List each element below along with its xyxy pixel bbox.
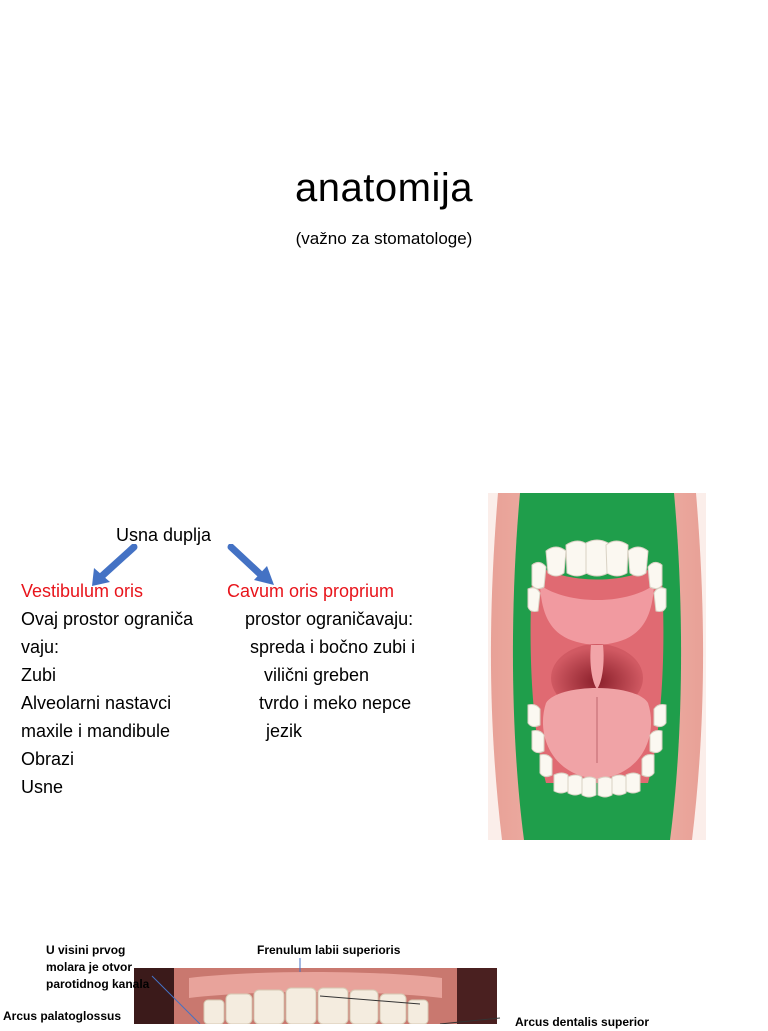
vestibulum-line: Ovaj prostor ograniča [21,609,194,629]
slide-title: anatomija [295,166,473,210]
vestibulum-line: maxile i mandibule [21,721,171,741]
cavum-line: prostor ograničavaju: [245,609,414,629]
slide-subtitle: (važno za stomatologe) [295,229,473,248]
vestibulum-line: Obrazi [21,749,75,769]
label-parotid-line: molara je otvor [46,960,133,974]
cavum-heading: Cavum oris proprium [227,581,395,601]
cavum-line: tvrdo i meko nepce [259,693,412,713]
oral-photo-image [134,968,497,1024]
split-arrows [92,544,274,586]
vestibulum-line: Alveolarni nastavci [21,693,172,713]
vestibulum-heading: Vestibulum oris [21,581,144,601]
label-parotid-line: U visini prvog [46,943,126,957]
leader-lines [151,958,501,1024]
left-arrow [92,544,138,586]
open-mouth-illustration [488,493,706,840]
label-parotid: U visini prvog molara je otvor parotidno… [46,942,149,993]
cavum-line: jezik [266,721,303,741]
label-frenulum: Frenulum labii superioris [257,943,401,957]
right-arrow [227,544,274,585]
vestibulum-line: Zubi [21,665,57,685]
vestibulum-line: vaju: [21,637,60,657]
label-arcus-dentalis: Arcus dentalis superior [515,1015,650,1029]
cavum-line: vilični greben [264,665,370,685]
cavum-line: spreda i bočno zubi i [250,637,416,657]
label-palatoglossus: Arcus palatoglossus [3,1009,122,1023]
root-label: Usna duplja [116,525,212,545]
label-parotid-line: parotidnog kanala [46,977,150,991]
vestibulum-line: Usne [21,777,64,797]
oral-photo [134,968,497,1024]
